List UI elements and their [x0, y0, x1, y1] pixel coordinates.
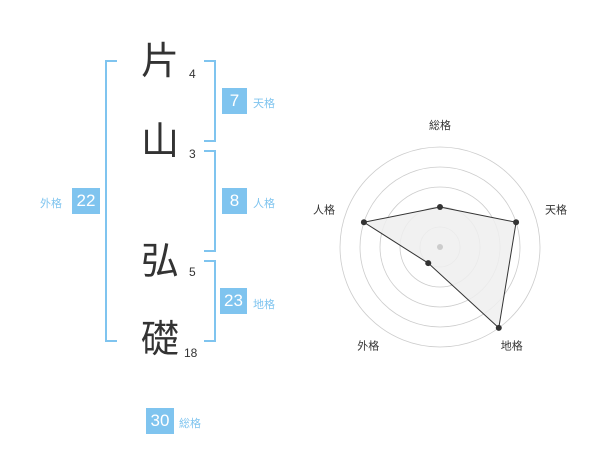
gaikaku-bracket	[105, 60, 117, 342]
radar-axis-label-4: 外格	[357, 339, 379, 353]
tenkaku-label: 天格	[253, 97, 275, 110]
jinkaku-bracket	[204, 150, 216, 252]
name-char-4: 礎	[141, 317, 180, 361]
gaikaku-value-badge: 22	[72, 188, 100, 214]
radar-grid-ring	[339, 146, 541, 348]
chikaku-bracket	[204, 260, 216, 342]
radar-axis-label-1: 総格	[429, 118, 451, 132]
radar-center-dot	[437, 244, 443, 250]
soukaku-value-badge: 30	[146, 408, 174, 434]
chikaku-value-badge: 23	[220, 288, 247, 314]
radar-grid-ring	[359, 166, 521, 328]
radar-point-1	[437, 204, 443, 210]
jinkaku-value-badge: 8	[222, 188, 247, 214]
stroke-count-2: 3	[189, 147, 196, 161]
name-char-3: 弘	[141, 239, 180, 283]
jinkaku-label: 人格	[253, 197, 275, 210]
chikaku-label: 地格	[253, 298, 275, 311]
radar-point-2	[513, 219, 520, 226]
tenkaku-value-badge: 7	[222, 88, 247, 114]
name-char-1: 片	[141, 39, 180, 83]
radar-point-3	[495, 324, 502, 331]
radar-point-4	[425, 260, 432, 267]
radar-value-area	[362, 206, 517, 329]
stroke-count-4: 18	[184, 346, 198, 360]
radar-axis-label-2: 天格	[545, 202, 567, 216]
radar-point-5	[360, 219, 367, 226]
name-char-2: 山	[141, 119, 180, 163]
stroke-count-3: 5	[189, 265, 196, 279]
stroke-count-1: 4	[189, 67, 196, 81]
radar-axis-label-3: 地格	[501, 339, 523, 353]
gaikaku-label: 外格	[40, 197, 62, 210]
soukaku-label: 総格	[179, 417, 201, 430]
radar-axis-label-5: 人格	[313, 202, 335, 216]
tenkaku-bracket	[204, 60, 216, 142]
